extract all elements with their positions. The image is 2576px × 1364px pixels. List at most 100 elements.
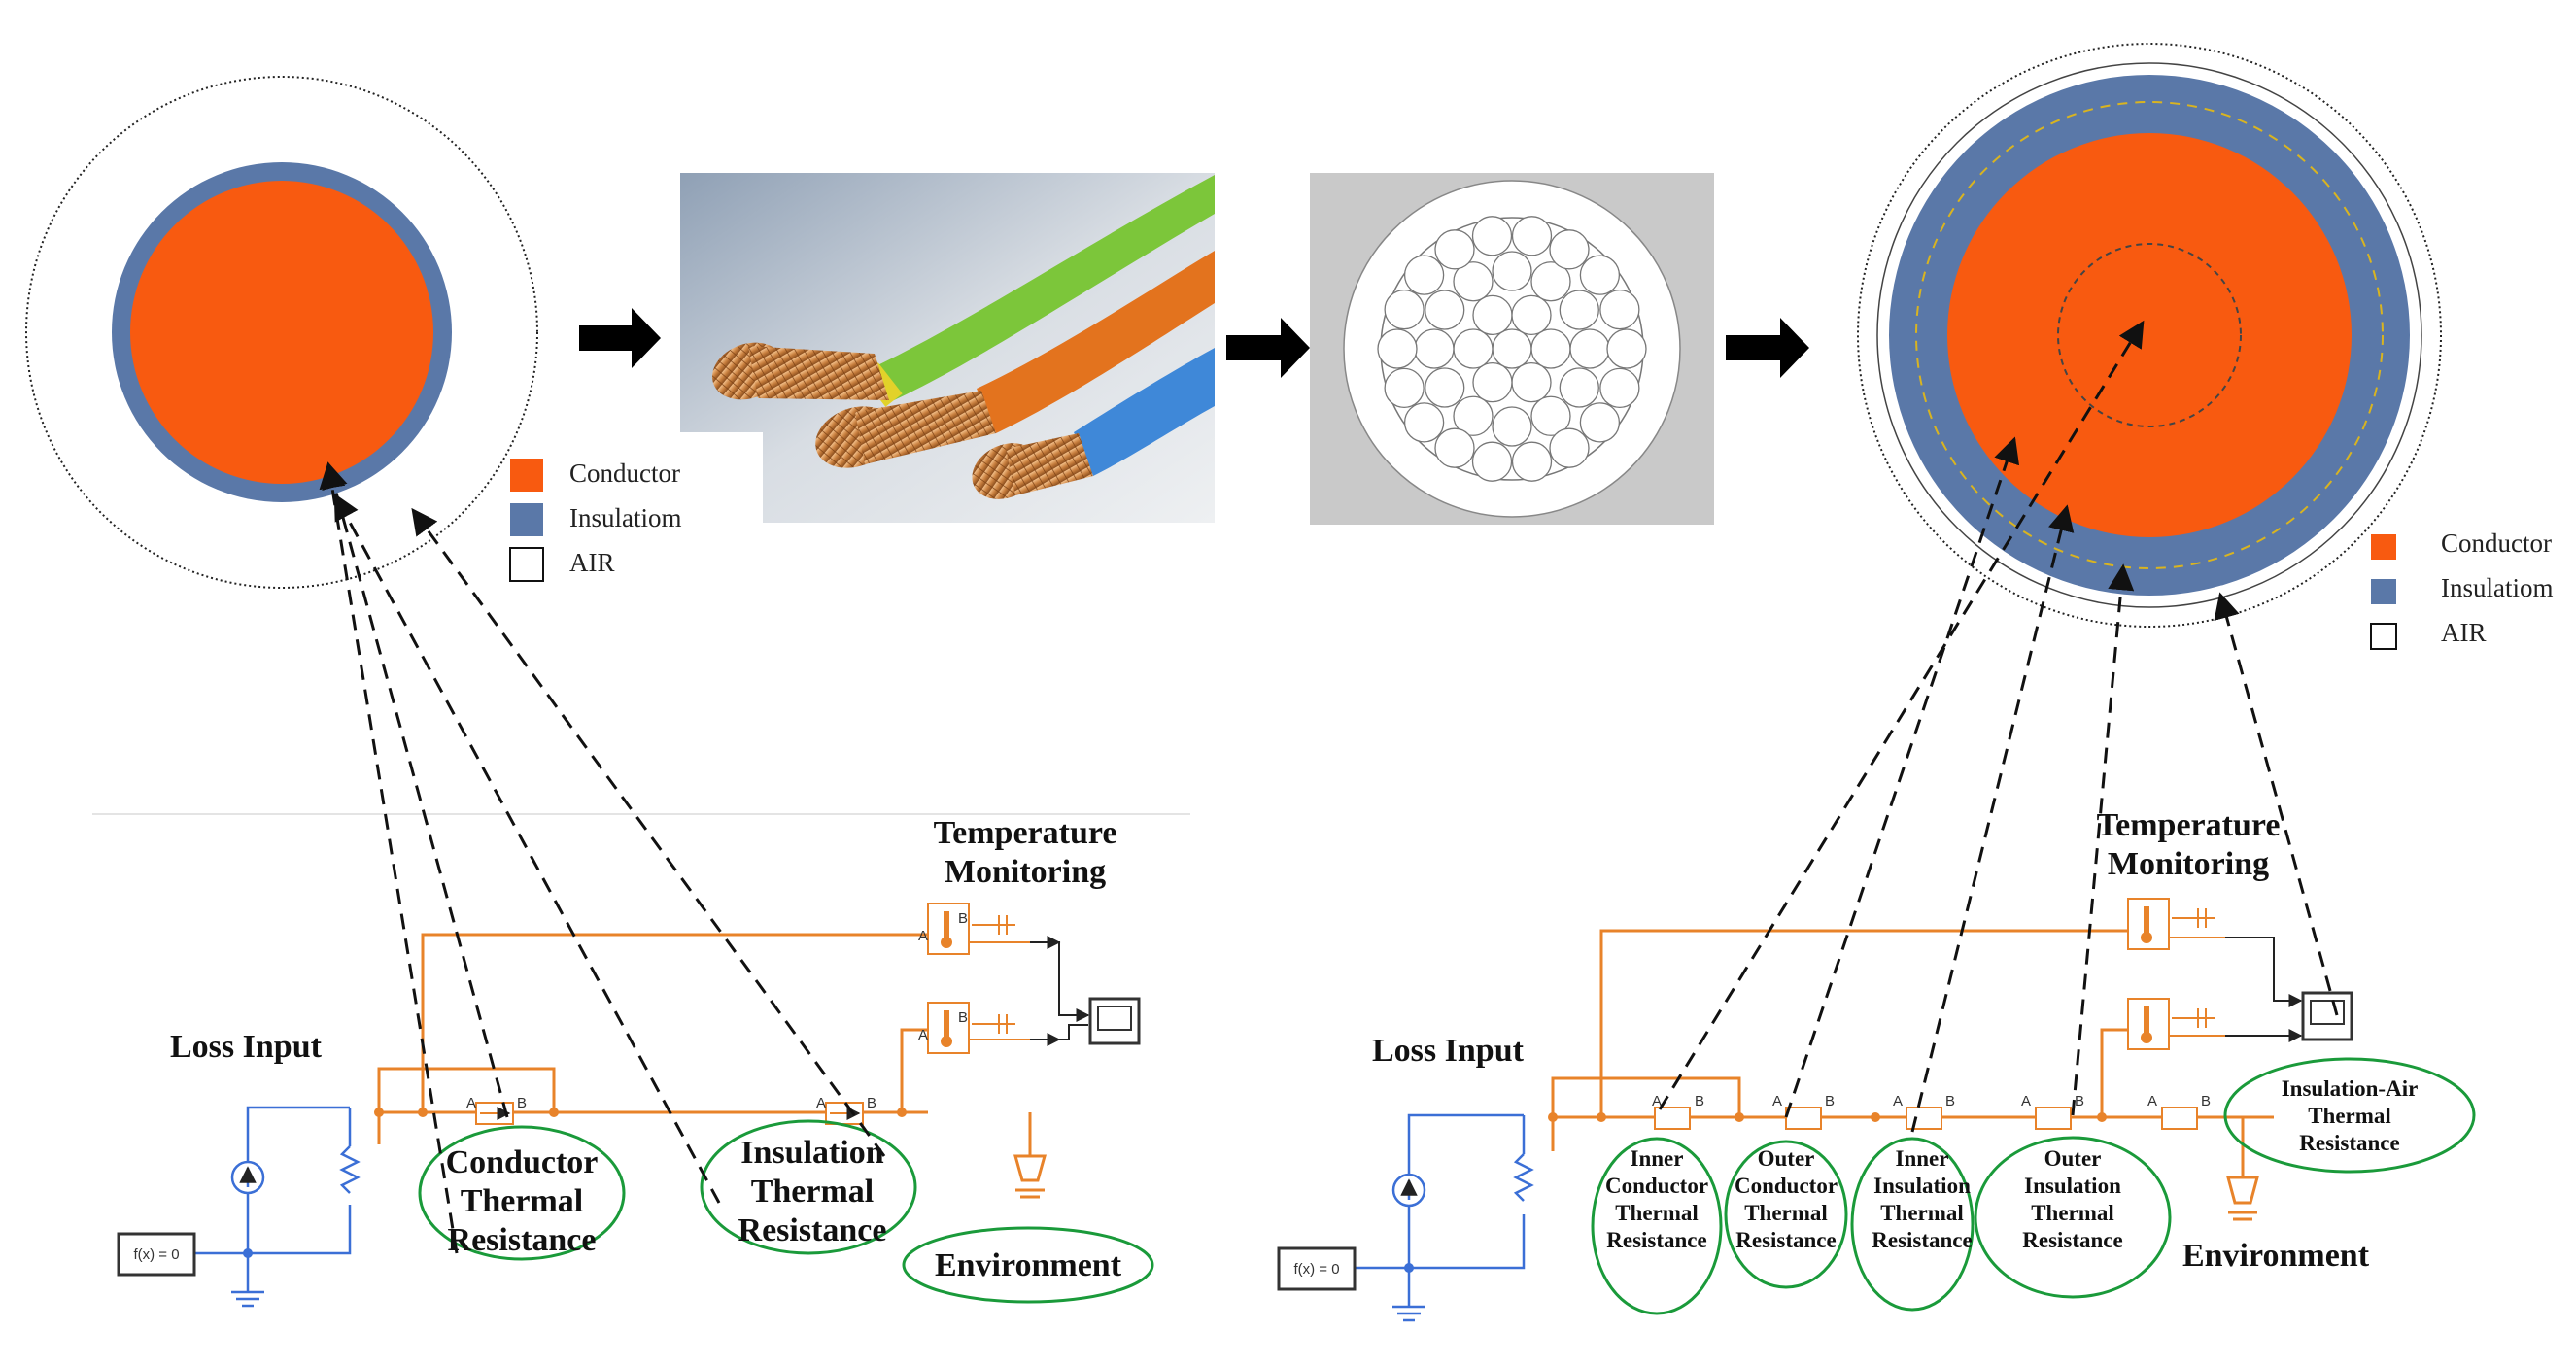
inner-insulation-label-4: Resistance	[1872, 1228, 1972, 1252]
inner-conductor-label-3: Thermal	[1615, 1201, 1699, 1225]
conductor-strand	[1511, 294, 1552, 336]
legend-swatch-insulation	[510, 503, 543, 536]
svg-text:B: B	[1945, 1093, 1955, 1109]
legend-swatch-insulation	[2371, 579, 2396, 604]
conductor-strand	[1434, 427, 1475, 468]
thermal-reference-icon	[2226, 1176, 2259, 1221]
legend-label-insulation: Insulatiom	[569, 503, 682, 532]
svg-text:A: A	[918, 1027, 928, 1043]
conductor-strand	[1414, 328, 1455, 369]
thermal-reference-icon	[1013, 1154, 1047, 1199]
thermometer-sensor-icon: AB	[918, 903, 1061, 955]
insulation-thermal-resistance-label: Insulation	[740, 1135, 883, 1171]
legend-left: Conductor Insulatiom AIR	[509, 459, 682, 582]
conductor-strand	[1453, 261, 1494, 302]
outer-conductor-label-3: Thermal	[1744, 1201, 1828, 1225]
legend-label-conductor: Conductor	[569, 459, 680, 488]
legend-label-insulation: Insulatiom	[2441, 573, 2554, 602]
conductor-strand	[1511, 216, 1553, 256]
legend-swatch-air	[509, 547, 544, 582]
conductor-strand	[1599, 367, 1640, 409]
right-cable-cross-section	[1857, 43, 2442, 628]
conductor-strand	[1559, 367, 1599, 408]
outer-conductor-label-2: Conductor	[1735, 1174, 1838, 1198]
conductor-midline	[2057, 243, 2242, 427]
svg-text:B: B	[2075, 1093, 2084, 1109]
outer-insulation-label-1: Outer	[2044, 1146, 2102, 1171]
legend-label-conductor: Conductor	[2441, 529, 2552, 558]
conductor-strand	[1606, 328, 1647, 369]
svg-text:B: B	[958, 910, 968, 927]
legend-right: Conductor Insulatiom AIR	[2370, 529, 2554, 650]
right-arrow-icon	[579, 308, 661, 368]
conductor-strand	[1599, 289, 1640, 330]
legend-swatch-conductor	[2371, 534, 2396, 560]
svg-text:B: B	[517, 1095, 527, 1111]
svg-text:B: B	[867, 1095, 876, 1111]
outer-insulation-label-3: Thermal	[2031, 1201, 2114, 1225]
conductor-strand	[1377, 328, 1418, 369]
insulation-air-label-3: Resistance	[2299, 1131, 2399, 1155]
insulation-thermal-resistance-label-2: Thermal	[751, 1174, 875, 1210]
conductor-strand	[1453, 395, 1494, 436]
conductor-strand	[1530, 395, 1571, 436]
conductor-strand	[1472, 361, 1513, 403]
svg-text:A: A	[2147, 1093, 2157, 1109]
left-conductor-core	[130, 181, 433, 484]
insulation-air-thermal-resistance-callout	[2223, 1057, 2476, 1174]
inner-insulation-thermal-resistance-callout	[1850, 1137, 1975, 1312]
cable-photo	[680, 173, 1215, 523]
right-leader-lines	[1658, 320, 2339, 1133]
insulation-thermal-resistance-label-3: Resistance	[738, 1212, 887, 1248]
left-leader-lines	[319, 461, 886, 1254]
conductor-strand	[1453, 328, 1494, 369]
inner-conductor-label-2: Conductor	[1605, 1174, 1708, 1198]
environment-label: Environment	[2182, 1238, 2370, 1274]
svg-text:B: B	[958, 1009, 968, 1026]
inner-conductor-label-4: Resistance	[1606, 1228, 1706, 1252]
conductor-strand	[1579, 402, 1621, 443]
inner-insulation-label-1: Inner	[1896, 1146, 1949, 1171]
svg-text:B: B	[1695, 1093, 1704, 1109]
conductor-thermal-resistance-label-3: Resistance	[448, 1222, 597, 1258]
conductor-strand	[1579, 255, 1621, 295]
svg-text:A: A	[1893, 1093, 1903, 1109]
svg-text:A: A	[918, 928, 928, 944]
thermometer-sensor-icon	[2127, 998, 2303, 1050]
temperature-monitoring-label: Temperature	[2097, 807, 2281, 843]
conductor-strand	[1511, 441, 1553, 482]
insulation-air-label-1: Insulation-Air	[2282, 1076, 2419, 1101]
loss-input-label: Loss Input	[170, 1029, 323, 1065]
temperature-monitoring-label-2: Monitoring	[945, 854, 1106, 890]
insulation-air-label-2: Thermal	[2308, 1104, 2391, 1128]
conductor-thermal-resistance-label: Conductor	[446, 1144, 599, 1180]
svg-text:A: A	[1652, 1093, 1662, 1109]
environment-callout	[902, 1226, 1154, 1304]
conductor-strand	[1471, 216, 1513, 256]
svg-text:A: A	[466, 1095, 476, 1111]
svg-text:A: A	[2021, 1093, 2031, 1109]
conductor-strand	[1434, 229, 1475, 270]
svg-text:A: A	[816, 1095, 826, 1111]
scope-icon	[2301, 991, 2353, 1041]
conductor-strand	[1492, 328, 1532, 369]
legend-swatch-conductor	[510, 459, 543, 492]
scope-icon	[1088, 997, 1141, 1045]
conductor-strand	[1384, 367, 1425, 409]
conductor-strand	[1472, 294, 1513, 336]
conductor-strand	[1403, 402, 1445, 443]
outer-conductor-label-4: Resistance	[1735, 1228, 1836, 1252]
outer-insulation-thermal-resistance-callout	[1974, 1136, 2172, 1299]
thermometer-sensor-icon: AB	[918, 1002, 1061, 1054]
insulation-midline	[1915, 101, 2384, 569]
right-arrow-icon	[1726, 318, 1809, 378]
insulation-thermal-resistance-callout	[700, 1119, 917, 1255]
conductor-strand	[1384, 289, 1425, 330]
conductor-strand	[1530, 261, 1571, 302]
loss-input-label: Loss Input	[1372, 1033, 1525, 1069]
conductor-strand	[1492, 251, 1532, 291]
legend-label-air: AIR	[2441, 618, 2487, 647]
